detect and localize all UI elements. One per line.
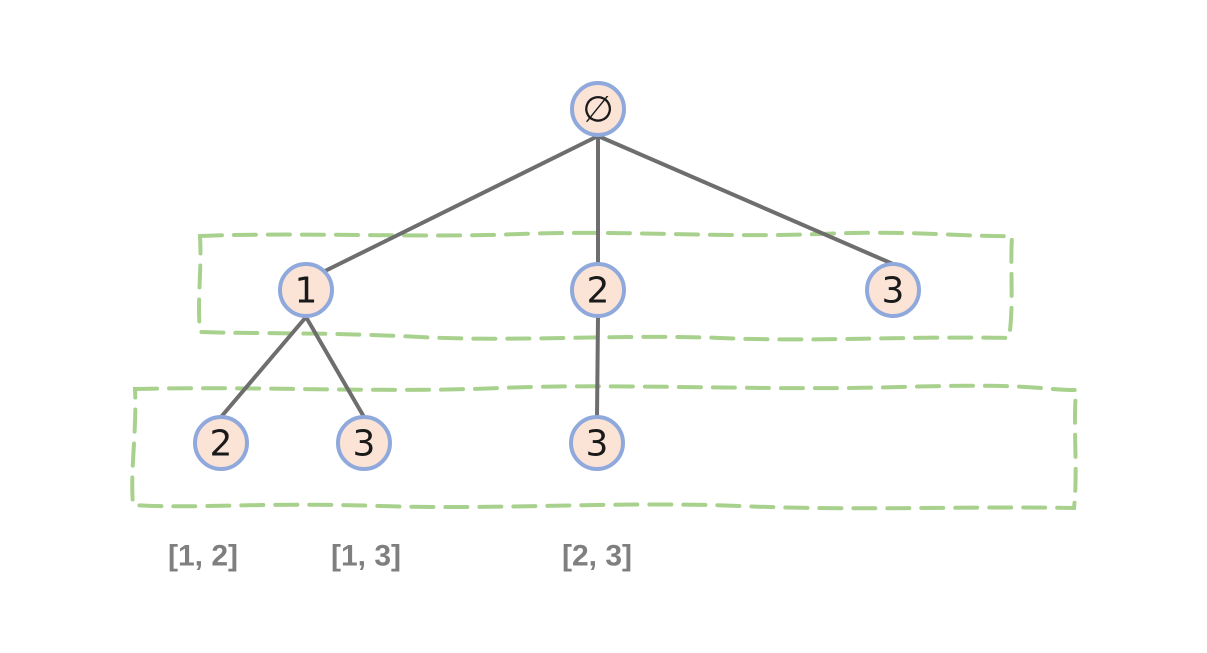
- root-node: ∅: [570, 81, 626, 137]
- level1-node: 2: [570, 262, 626, 318]
- edge-1-3: [304, 315, 366, 419]
- level1-node: 1: [278, 262, 334, 318]
- level1-group-box: [197, 230, 1015, 342]
- result-label: [2, 3]: [562, 540, 632, 573]
- edge-root-1: [323, 134, 600, 273]
- level2-group-box: [130, 383, 1079, 511]
- node-label: 3: [586, 424, 609, 465]
- root-node-label: ∅: [582, 90, 613, 131]
- node-label: 3: [353, 424, 376, 465]
- node-label: 1: [295, 271, 318, 312]
- edge-2-3: [595, 315, 600, 419]
- result-label: [1, 2]: [168, 540, 238, 573]
- level2-node: 3: [336, 415, 392, 471]
- result-label: [1, 3]: [331, 540, 401, 573]
- level1-node: 3: [865, 262, 921, 318]
- level2-node: 3: [569, 415, 625, 471]
- edge-1-2: [219, 315, 308, 419]
- node-label: 3: [882, 271, 905, 312]
- node-label: 2: [587, 271, 610, 312]
- node-label: 2: [210, 424, 233, 465]
- level2-node: 2: [193, 415, 249, 471]
- edge-root-3: [596, 134, 895, 266]
